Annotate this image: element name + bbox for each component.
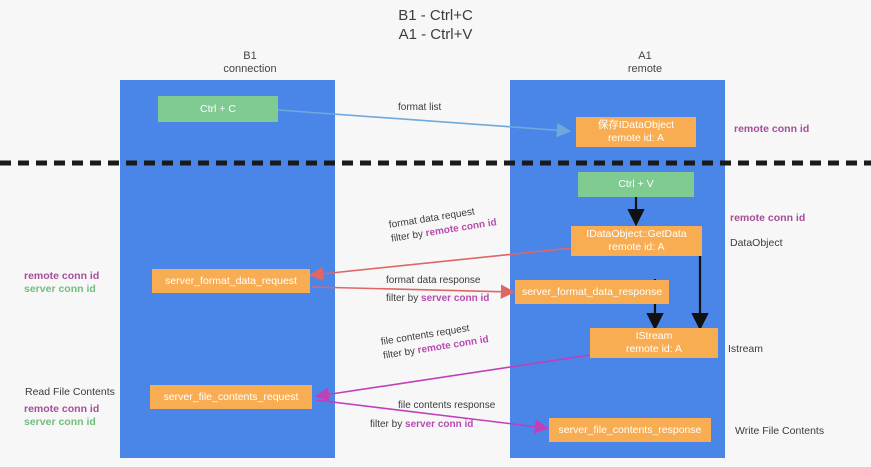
box-getdata-line1: IDataObject::GetData: [586, 228, 687, 240]
filter-key: server conn id: [421, 293, 490, 304]
column-right-role: remote: [627, 63, 663, 75]
side-label-left-server-conn-id-bottom: server conn id: [24, 416, 96, 428]
edge-label-format-data-request: format data request filter by remote con…: [388, 202, 498, 246]
column-header-left: B1 connection: [150, 50, 350, 76]
edge-label-format-list: format list: [398, 101, 441, 115]
title-line-1: B1 - Ctrl+C: [398, 7, 473, 24]
edge-label-format-data-response-text: format data response: [386, 275, 481, 286]
edge-label-file-contents-request: file contents request filter by remote c…: [380, 319, 490, 363]
box-server-format-data-response[interactable]: server_format_data_response: [515, 280, 669, 304]
side-label-istream: Istream: [728, 343, 764, 355]
box-istream[interactable]: IStream remote id: A: [590, 328, 718, 358]
side-label-write-file-contents: Write File Contents: [735, 425, 825, 437]
edge-label-format-list-text: format list: [398, 102, 442, 113]
side-label-left-remote-conn-id-bottom: remote conn id: [24, 403, 100, 415]
box-ctrl-c[interactable]: Ctrl + C: [158, 96, 278, 122]
page-title: B1 - Ctrl+C A1 - Ctrl+V: [0, 6, 871, 44]
edge-label-format-data-response-filter: filter by server conn id: [386, 292, 489, 306]
title-line-2: A1 - Ctrl+V: [398, 26, 473, 43]
edge-label-file-contents-response-text: file contents response: [398, 400, 496, 411]
box-server-file-contents-request[interactable]: server_file_contents_request: [150, 385, 312, 409]
side-label-left-remote-conn-id-mid: remote conn id: [24, 270, 100, 282]
box-server-file-contents-request-label: server_file_contents_request: [163, 390, 299, 403]
box-idataobject-getdata[interactable]: IDataObject::GetData remote id: A: [571, 226, 702, 256]
box-getdata-line2: remote id: A: [608, 241, 665, 253]
edge-label-file-contents-response: file contents response filter by server …: [370, 399, 496, 432]
edge-label-file-contents-response-filter: filter by server conn id: [370, 418, 495, 432]
box-istream-line1: IStream: [635, 330, 673, 342]
box-ctrl-c-label: Ctrl + C: [200, 102, 236, 115]
box-save-idataobject[interactable]: 保存IDataObject remote id: A: [576, 117, 696, 147]
filter-prefix: filter by: [386, 293, 422, 304]
column-right-name: A1: [638, 50, 652, 62]
box-server-format-data-response-label: server_format_data_response: [521, 285, 663, 298]
column-left-name: B1: [243, 50, 257, 62]
side-label-read-file-contents: Read File Contents: [25, 386, 115, 398]
box-server-format-data-request-label: server_format_data_request: [165, 274, 297, 287]
side-label-left-server-conn-id-mid: server conn id: [24, 283, 96, 295]
box-istream-line2: remote id: A: [625, 343, 683, 355]
filter-prefix: filter by: [370, 419, 406, 430]
filter-key: server conn id: [405, 419, 474, 430]
side-label-dataobject: DataObject: [730, 237, 783, 249]
column-header-right: A1 remote: [545, 50, 745, 76]
box-ctrl-v[interactable]: Ctrl + V: [578, 172, 694, 197]
column-left-role: connection: [223, 63, 277, 75]
side-label-remote-conn-id-top: remote conn id: [734, 123, 810, 135]
box-save-idataobject-line2: remote id: A: [607, 132, 665, 144]
box-server-format-data-request[interactable]: server_format_data_request: [152, 269, 310, 293]
box-ctrl-v-label: Ctrl + V: [618, 178, 654, 190]
side-label-remote-conn-id-mid: remote conn id: [730, 212, 806, 224]
box-server-file-contents-response[interactable]: server_file_contents_response: [549, 418, 711, 442]
box-save-idataobject-line1: 保存IDataObject: [597, 119, 675, 131]
edge-label-format-data-response: format data response filter by server co…: [386, 274, 489, 306]
box-server-file-contents-response-label: server_file_contents_response: [558, 423, 702, 436]
